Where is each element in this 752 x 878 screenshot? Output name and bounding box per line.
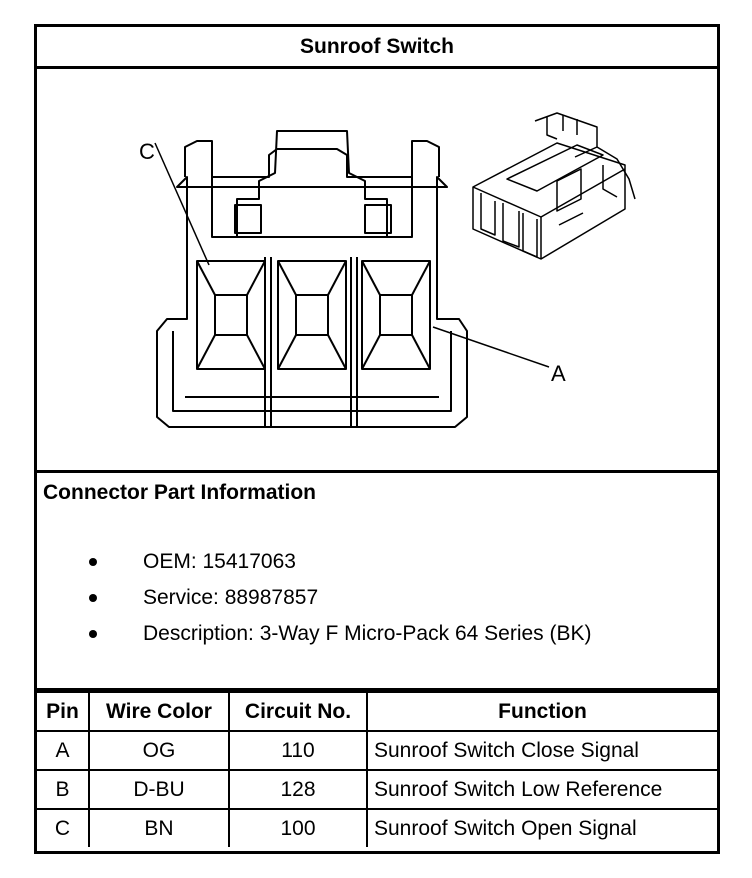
oem-text: OEM: 15417063 xyxy=(143,550,296,573)
part-info-list: OEM: 15417063 Service: 88987857 Descript… xyxy=(89,549,592,657)
connector-face-drawing: C A xyxy=(139,112,636,428)
circuit-cell: 128 xyxy=(228,769,368,810)
bullet-icon xyxy=(89,630,97,638)
bullet-icon xyxy=(89,558,97,566)
table-header-row: Pin Wire Color Circuit No. Function xyxy=(37,691,717,732)
right-post xyxy=(411,140,440,177)
callout-a-label: A xyxy=(551,361,566,386)
bullet-icon xyxy=(89,594,97,602)
latch-inner xyxy=(236,130,388,237)
circuit-cell: 110 xyxy=(228,730,368,771)
header-pin: Pin xyxy=(37,691,90,732)
pin-table: Pin Wire Color Circuit No. Function A OG… xyxy=(37,691,717,847)
wire-color-cell: BN xyxy=(88,808,230,847)
header-circuit-no: Circuit No. xyxy=(228,691,368,732)
circuit-cell: 100 xyxy=(228,808,368,847)
list-item-oem: OEM: 15417063 xyxy=(89,549,592,585)
info-heading: Connector Part Information xyxy=(43,481,317,504)
description-text: Description: 3-Way F Micro-Pack 64 Serie… xyxy=(143,622,592,645)
connector-isometric-view xyxy=(472,112,636,260)
housing-inner-outline xyxy=(172,331,452,412)
function-cell: Sunroof Switch Open Signal xyxy=(366,808,717,847)
wire-color-cell: D-BU xyxy=(88,769,230,810)
table-row: A OG 110 Sunroof Switch Close Signal xyxy=(37,730,717,771)
cavity-b xyxy=(277,260,347,370)
header-function: Function xyxy=(366,691,717,732)
callout-c-label: C xyxy=(139,139,155,164)
latch-tab-right xyxy=(364,204,392,234)
table-row: B D-BU 128 Sunroof Switch Low Reference xyxy=(37,769,717,810)
connector-figure: C A xyxy=(37,69,717,473)
connector-part-information: Connector Part Information OEM: 15417063… xyxy=(37,473,717,691)
pin-cell: A xyxy=(37,730,90,771)
table-row: C BN 100 Sunroof Switch Open Signal xyxy=(37,808,717,847)
callout-a-leader xyxy=(432,326,550,368)
pin-cell: C xyxy=(37,808,90,847)
cavity-c xyxy=(196,260,266,370)
wire-color-cell: OG xyxy=(88,730,230,771)
function-cell: Sunroof Switch Low Reference xyxy=(366,769,717,810)
sheet-title: Sunroof Switch xyxy=(37,27,717,69)
pin-cell: B xyxy=(37,769,90,810)
latch-outer xyxy=(211,148,413,238)
service-text: Service: 88987857 xyxy=(143,586,319,609)
cavity-a xyxy=(361,260,431,370)
left-post xyxy=(184,140,213,177)
latch-tab-left xyxy=(234,204,262,234)
callout-c-leader xyxy=(154,142,210,266)
function-cell: Sunroof Switch Close Signal xyxy=(366,730,717,771)
list-item-description: Description: 3-Way F Micro-Pack 64 Serie… xyxy=(89,621,592,657)
header-wire-color: Wire Color xyxy=(88,691,230,732)
connector-sheet: Sunroof Switch xyxy=(34,24,720,854)
list-item-service: Service: 88987857 xyxy=(89,585,592,621)
connector-housing xyxy=(156,176,468,428)
